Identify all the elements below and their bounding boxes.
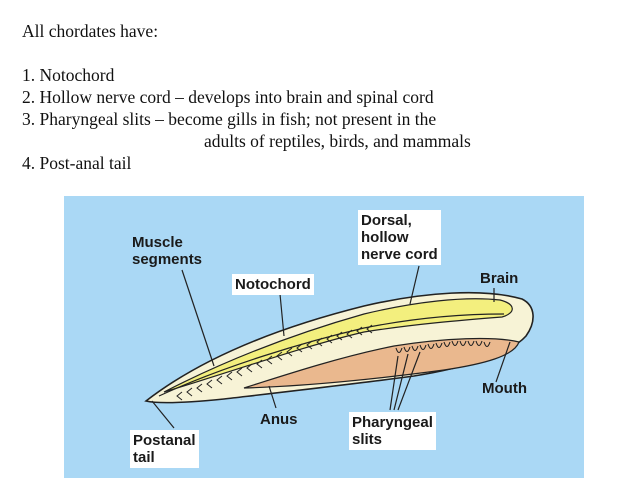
pharyngeal-slit-marks <box>395 340 491 354</box>
label-muscle-segments: Muscle segments <box>132 234 203 268</box>
label-notochord: Notochord <box>232 274 314 295</box>
lancelet-illustration <box>144 265 534 429</box>
nerve-cord-shape <box>163 298 513 393</box>
slide-heading: All chordates have: <box>22 21 159 41</box>
point-post-anal-tail: 4. Post-anal tail <box>22 153 132 173</box>
leader-lines <box>151 265 511 429</box>
point-nerve-cord: 2. Hollow nerve cord – develops into bra… <box>22 87 434 107</box>
label-pharyngeal-slits: Pharyngeal slits <box>349 412 436 450</box>
label-mouth: Mouth <box>482 380 527 397</box>
label-dorsal-nerve-cord: Dorsal, hollow nerve cord <box>358 210 441 265</box>
slide-text: All chordates have: 1. Notochord 2. Holl… <box>22 20 471 174</box>
point-pharyngeal-slits-cont: adults of reptiles, birds, and mammals <box>204 131 471 151</box>
point-notochord: 1. Notochord <box>22 65 115 85</box>
gut-shape <box>243 337 520 389</box>
label-brain: Brain <box>480 270 519 287</box>
point-pharyngeal-slits: 3. Pharyngeal slits – become gills in fi… <box>22 109 437 129</box>
label-anus: Anus <box>260 411 298 428</box>
label-postanal-tail: Postanal tail <box>130 430 199 468</box>
notochord-shape <box>158 313 505 397</box>
chordate-diagram: Muscle segments Notochord Dorsal, hollow… <box>64 196 584 478</box>
muscle-segment-marks <box>176 324 373 401</box>
